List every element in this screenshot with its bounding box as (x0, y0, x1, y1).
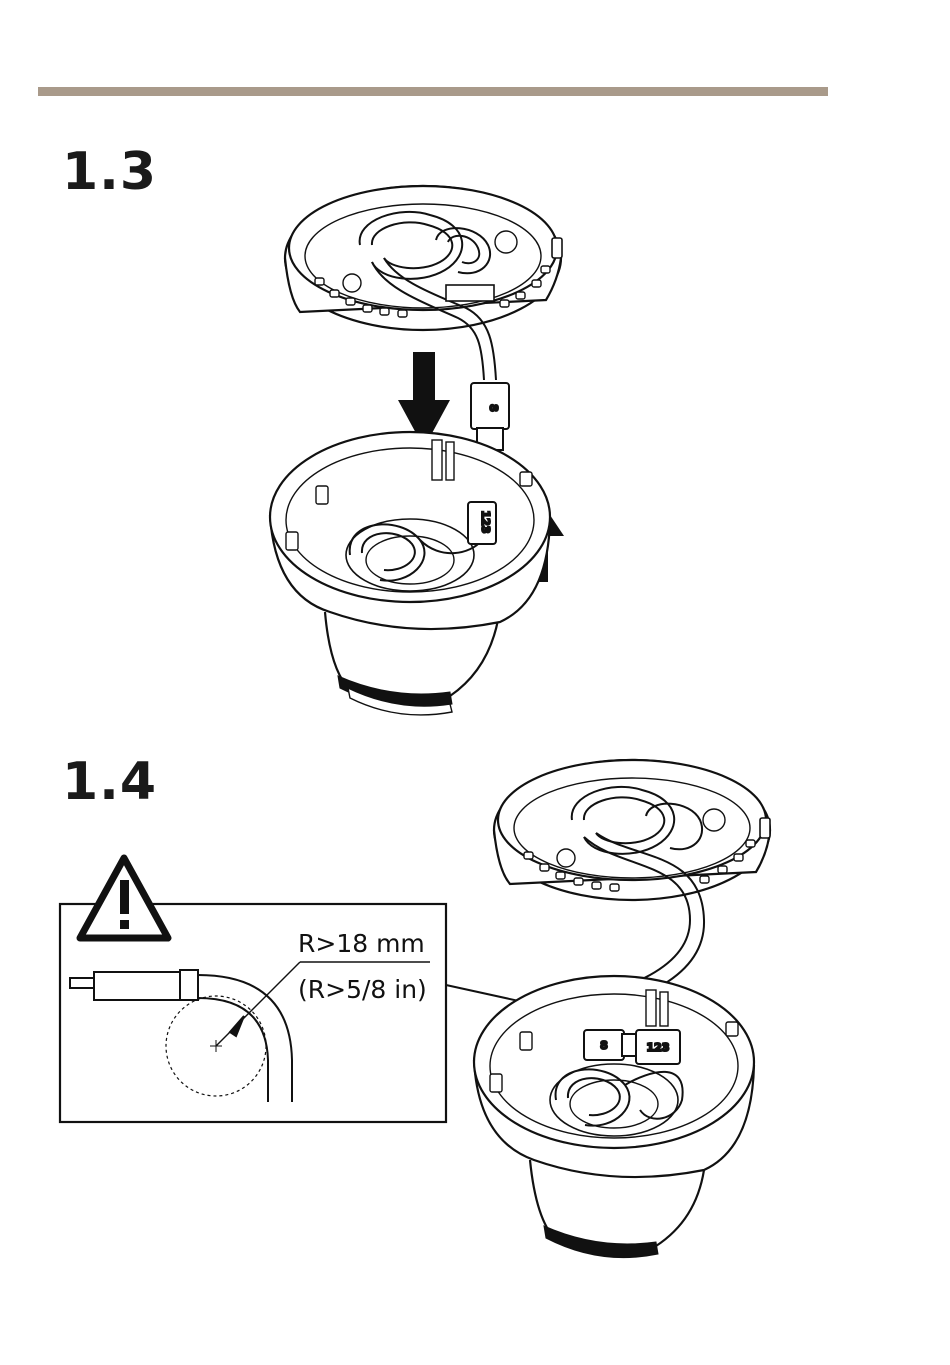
svg-text:123: 123 (647, 1041, 670, 1054)
camera-dome-illustration (270, 432, 550, 715)
mounting-cap-illustration (285, 186, 562, 330)
warning-triangle-icon (80, 858, 168, 938)
svg-text:123: 123 (479, 511, 492, 534)
radius-mm-label: R>18 mm (298, 929, 425, 958)
cable-plug-illustration: 8 (471, 383, 509, 450)
svg-text:8: 8 (487, 404, 500, 412)
mounting-cap-illustration-2 (494, 760, 770, 900)
dome-plug-illustration: 123 (468, 502, 496, 544)
connector-slot (446, 285, 494, 301)
svg-text:8: 8 (600, 1039, 608, 1052)
camera-dome-illustration-2 (474, 976, 754, 1258)
radius-inch-label: (R>5/8 in) (298, 975, 427, 1004)
